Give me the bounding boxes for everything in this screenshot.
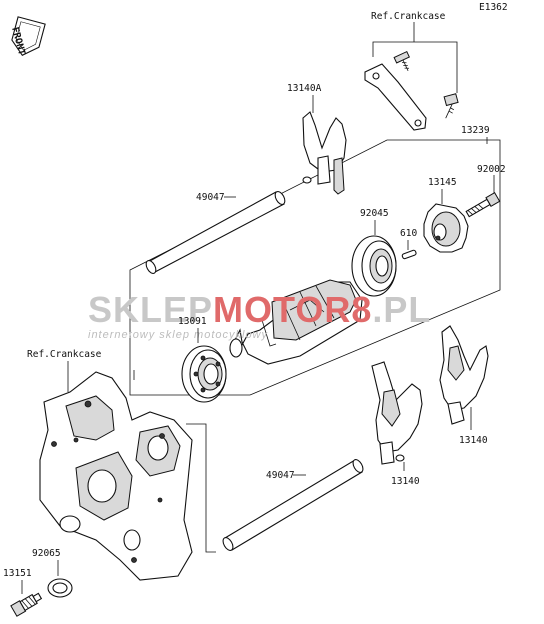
bearing-13091 [181, 345, 227, 403]
watermark-brand-part1: SKLEP [88, 289, 213, 330]
label-13145: 13145 [428, 177, 457, 188]
label-92002: 92002 [477, 164, 506, 175]
bearing-92045 [351, 235, 397, 297]
watermark-brand-part2: MOTO [213, 289, 324, 330]
bolt-92002 [465, 191, 501, 218]
shift-fork-13140-right [439, 325, 489, 425]
shift-rod-49047-top [145, 190, 286, 275]
label-ref-crankcase-left: Ref.Crankcase [27, 349, 102, 360]
pin-610 [401, 249, 417, 260]
label-13151: 13151 [3, 568, 32, 579]
shift-drum-cam-13145 [423, 203, 469, 253]
switch-13151 [10, 592, 43, 617]
shift-drum [229, 279, 363, 365]
bolt-top [393, 50, 411, 72]
label-13091: 13091 [178, 316, 207, 327]
label-13140-right: 13140 [459, 435, 488, 446]
shift-fork-13140-mid [371, 361, 423, 465]
watermark: SKLEPMOTOR8.PL internetowy sklep motocyk… [88, 289, 431, 341]
label-13140A: 13140A [287, 83, 322, 94]
diagram-code: E1362 [479, 2, 508, 13]
shift-rod-49047-bottom [222, 459, 364, 551]
label-ref-crankcase-top: Ref.Crankcase [371, 11, 446, 22]
svg-text:SKLEPMOTOR8.PL: SKLEPMOTOR8.PL [88, 289, 431, 330]
watermark-tagline: internetowy sklep motocyklowy [88, 329, 269, 341]
label-92045: 92045 [360, 208, 389, 219]
watermark-brand-part3: R8 [324, 289, 372, 330]
label-49047-bottom: 49047 [266, 470, 295, 481]
label-610: 610 [400, 228, 417, 239]
crankcase-casting [39, 371, 193, 581]
watermark-brand-suffix: .PL [372, 289, 431, 330]
shift-fork-13140A [302, 111, 347, 195]
bolt-right [443, 93, 459, 119]
label-92065: 92065 [32, 548, 61, 559]
label-49047-top: 49047 [196, 192, 225, 203]
crankcase-bracket [364, 50, 459, 131]
label-13140-mid: 13140 [391, 476, 420, 487]
label-13239: 13239 [461, 125, 490, 136]
front-arrow-icon [11, 16, 46, 56]
washer-92065 [47, 578, 73, 598]
